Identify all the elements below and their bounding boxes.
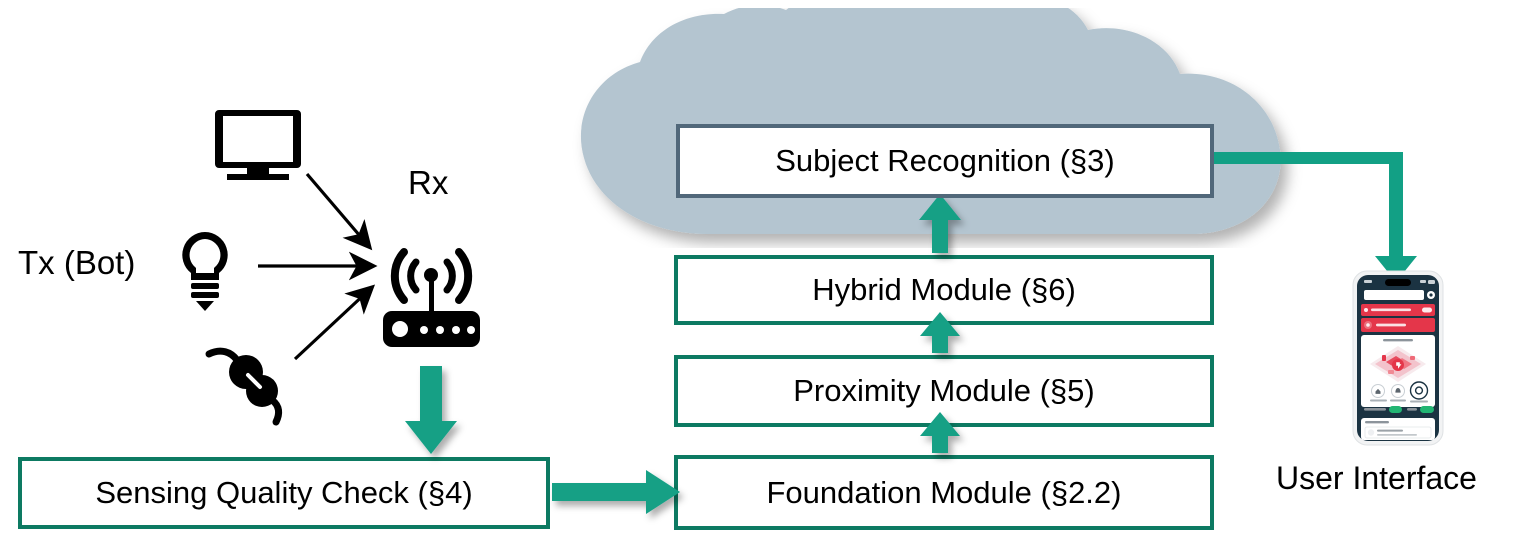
arrow-router-to-sensing	[405, 366, 457, 454]
monitor-icon	[215, 110, 301, 180]
wifi-router-icon	[383, 248, 480, 347]
lightbulb-icon	[182, 232, 228, 311]
smartphone-mockup[interactable]	[1352, 270, 1444, 446]
box-subject-recognition[interactable]: Subject Recognition (§3)	[676, 124, 1214, 198]
arrow-hybrid-to-subject	[919, 194, 961, 253]
user-interface-label: User Interface	[1276, 460, 1477, 496]
arrow-subject-to-user-interface	[1212, 152, 1417, 282]
power-plug-icon	[205, 347, 283, 426]
box-hybrid-module[interactable]: Hybrid Module (§6)	[674, 255, 1214, 325]
signal-arrow-monitor	[305, 172, 373, 251]
signal-arrow-plug	[293, 284, 376, 361]
rx-label: Rx	[408, 164, 449, 201]
box-sensing-quality-check[interactable]: Sensing Quality Check (§4)	[18, 457, 550, 529]
arrow-sensing-to-foundation	[552, 470, 680, 514]
tx-label: Tx (Bot)	[18, 244, 136, 281]
arrow-proximity-to-hybrid	[920, 312, 960, 353]
box-foundation-module[interactable]: Foundation Module (§2.2)	[674, 455, 1214, 530]
arrow-foundation-to-proximity	[920, 412, 960, 453]
